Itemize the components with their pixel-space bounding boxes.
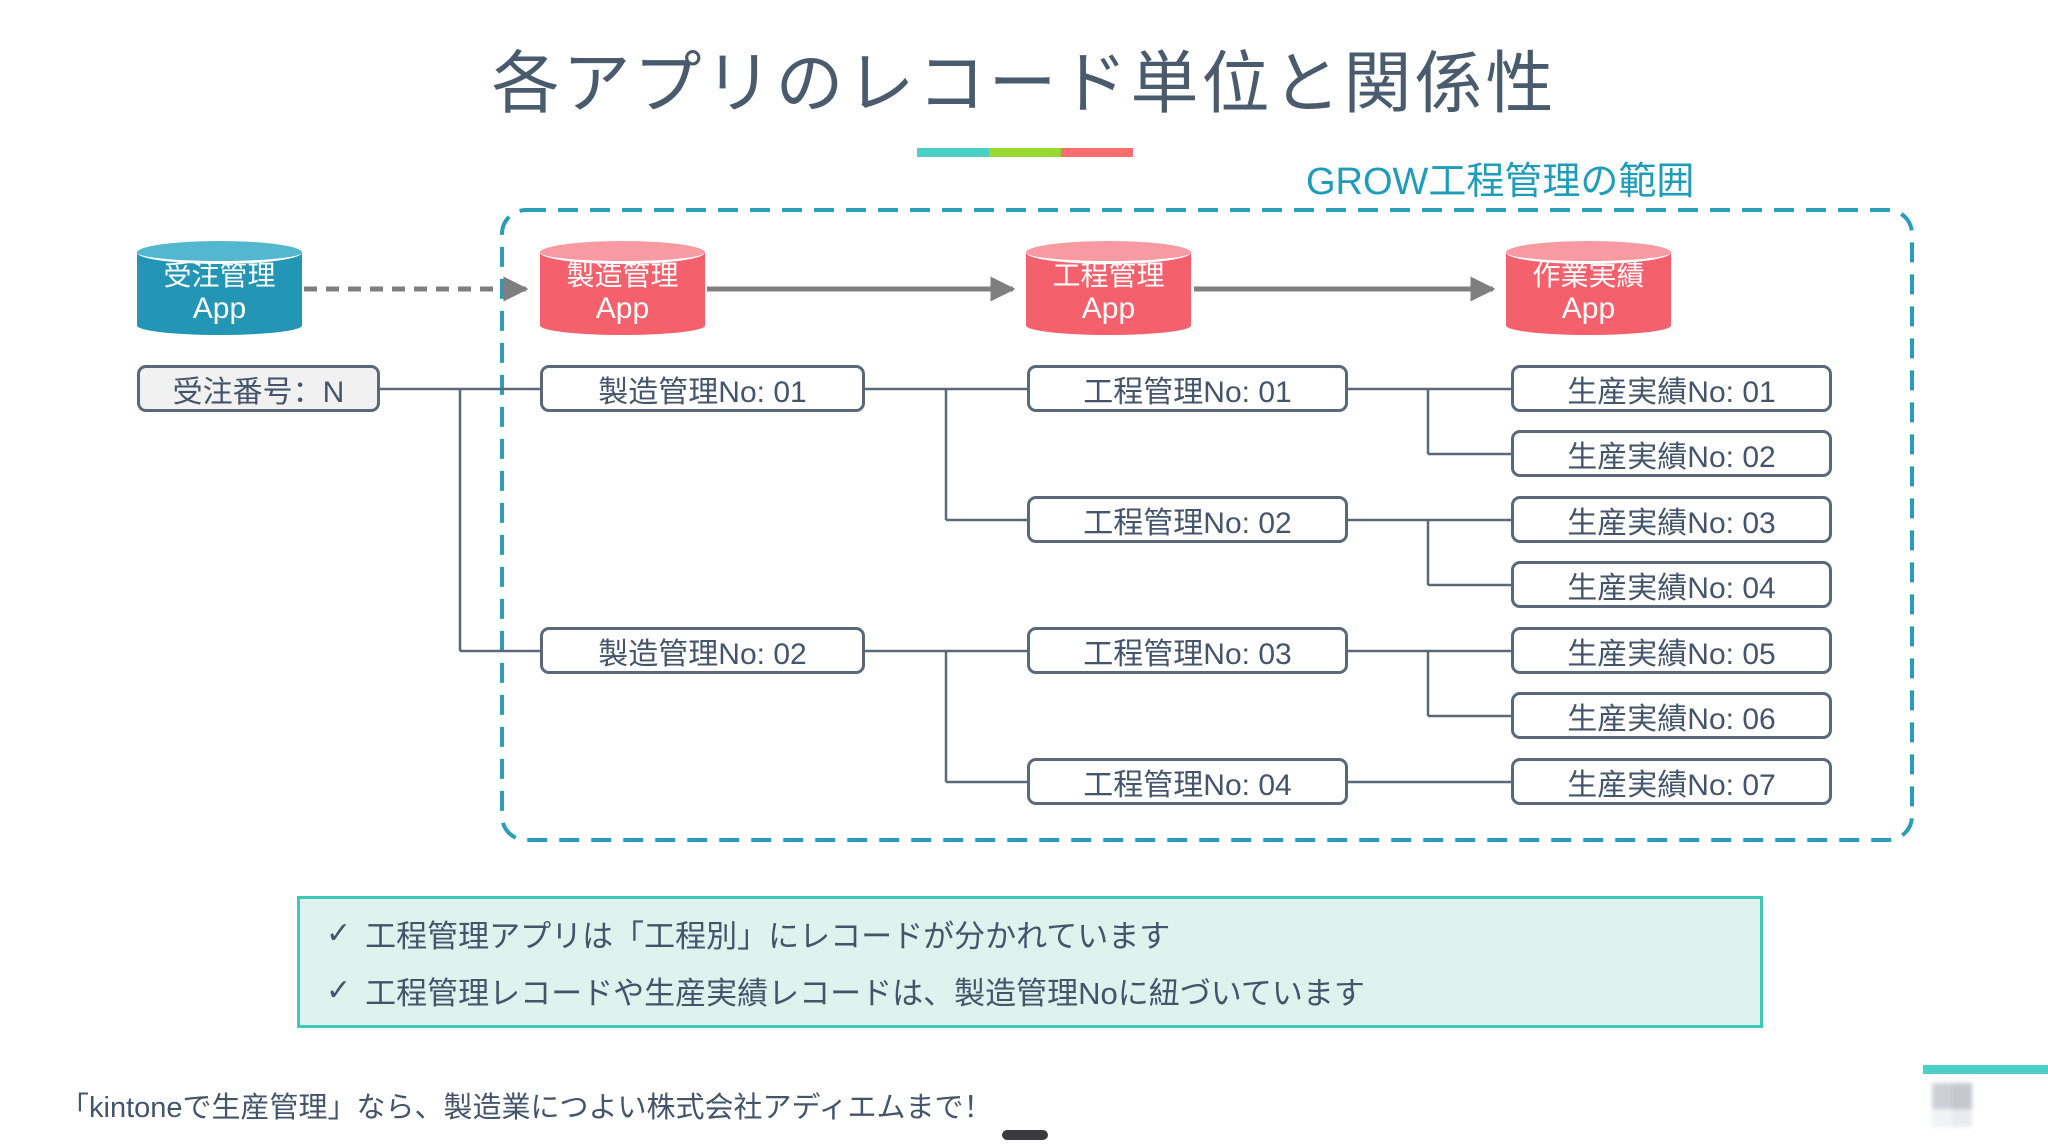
cylinder-body (1026, 252, 1191, 326)
check-icon: ✓ (326, 974, 352, 1007)
manufacturing-record-02: 製造管理No: 02 (540, 627, 865, 674)
cylinder-top (1506, 241, 1671, 264)
production-record-02: 生産実績No: 02 (1511, 430, 1832, 477)
process-record-03: 工程管理No: 03 (1027, 627, 1348, 674)
title-accent-bar (917, 148, 1133, 157)
production-record-03: 生産実績No: 03 (1511, 496, 1832, 543)
manufacturing-app-cylinder: 製造管理 App (540, 241, 705, 335)
app-name: 工程管理 (1052, 259, 1165, 291)
note-text: 工程管理アプリは「工程別」にレコードが分かれています (365, 919, 1171, 954)
production-record-05: 生産実績No: 05 (1511, 627, 1832, 674)
process-app-cylinder: 工程管理 App (1026, 241, 1191, 335)
app-sub: App (1081, 291, 1136, 325)
cylinder-bottom (540, 316, 705, 335)
process-record-01: 工程管理No: 01 (1027, 365, 1348, 412)
note-text: 工程管理レコードや生産実績レコードは、製造管理Noに紐づいています (365, 976, 1365, 1011)
app-name: 製造管理 (566, 259, 679, 291)
scope-dashed-border (500, 208, 1914, 842)
process-app-label: 工程管理 App (1026, 253, 1191, 333)
app-name: 作業実績 (1532, 259, 1645, 291)
note-item: ✓ 工程管理レコードや生産実績レコードは、製造管理Noに紐づいています (326, 968, 1734, 1013)
cylinder-body (540, 252, 705, 326)
cylinder-top (540, 241, 705, 264)
process-record-02: 工程管理No: 02 (1027, 496, 1348, 543)
production-record-01: 生産実績No: 01 (1511, 365, 1832, 412)
cylinder-top (1026, 241, 1191, 264)
accent-segment-green (989, 148, 1061, 157)
process-record-04: 工程管理No: 04 (1027, 758, 1348, 805)
cylinder-top (137, 241, 302, 264)
order-number-box: 受注番号：N (137, 365, 380, 412)
cylinder-bottom (1506, 316, 1671, 335)
check-icon: ✓ (326, 917, 352, 950)
manufacturing-record-01: 製造管理No: 01 (540, 365, 865, 412)
work-app-label: 作業実績 App (1506, 253, 1671, 333)
app-sub: App (595, 291, 650, 325)
app-sub: App (192, 291, 247, 325)
corner-accent-bar (1923, 1065, 2048, 1074)
production-record-06: 生産実績No: 06 (1511, 692, 1832, 739)
page-title: 各アプリのレコード単位と関係性 (491, 46, 1557, 122)
scope-range-label: GROW工程管理の範囲 (1306, 161, 1695, 203)
record-connectors (380, 387, 1511, 784)
manufacturing-app-label: 製造管理 App (540, 253, 705, 333)
notes-panel: ✓ 工程管理アプリは「工程別」にレコードが分かれています ✓ 工程管理レコードや… (297, 896, 1763, 1028)
cylinder-body (137, 252, 302, 326)
order-app-label: 受注管理 App (137, 253, 302, 333)
accent-segment-teal (917, 148, 989, 157)
production-record-04: 生産実績No: 04 (1511, 561, 1832, 608)
cylinder-bottom (137, 316, 302, 335)
order-app-cylinder: 受注管理 App (137, 241, 302, 335)
production-record-07: 生産実績No: 07 (1511, 758, 1832, 805)
accent-segment-red (1061, 148, 1133, 157)
app-name: 受注管理 (163, 259, 276, 291)
work-app-cylinder: 作業実績 App (1506, 241, 1671, 335)
bottom-dash-mark (1002, 1130, 1048, 1140)
cylinder-body (1506, 252, 1671, 326)
app-sub: App (1561, 291, 1616, 325)
footer-text: 「kintoneで生産管理」なら、製造業につよい株式会社アディエムまで！ (60, 1092, 993, 1124)
logo-placeholder (1932, 1083, 1972, 1127)
cylinder-bottom (1026, 316, 1191, 335)
note-item: ✓ 工程管理アプリは「工程別」にレコードが分かれています (326, 911, 1734, 956)
